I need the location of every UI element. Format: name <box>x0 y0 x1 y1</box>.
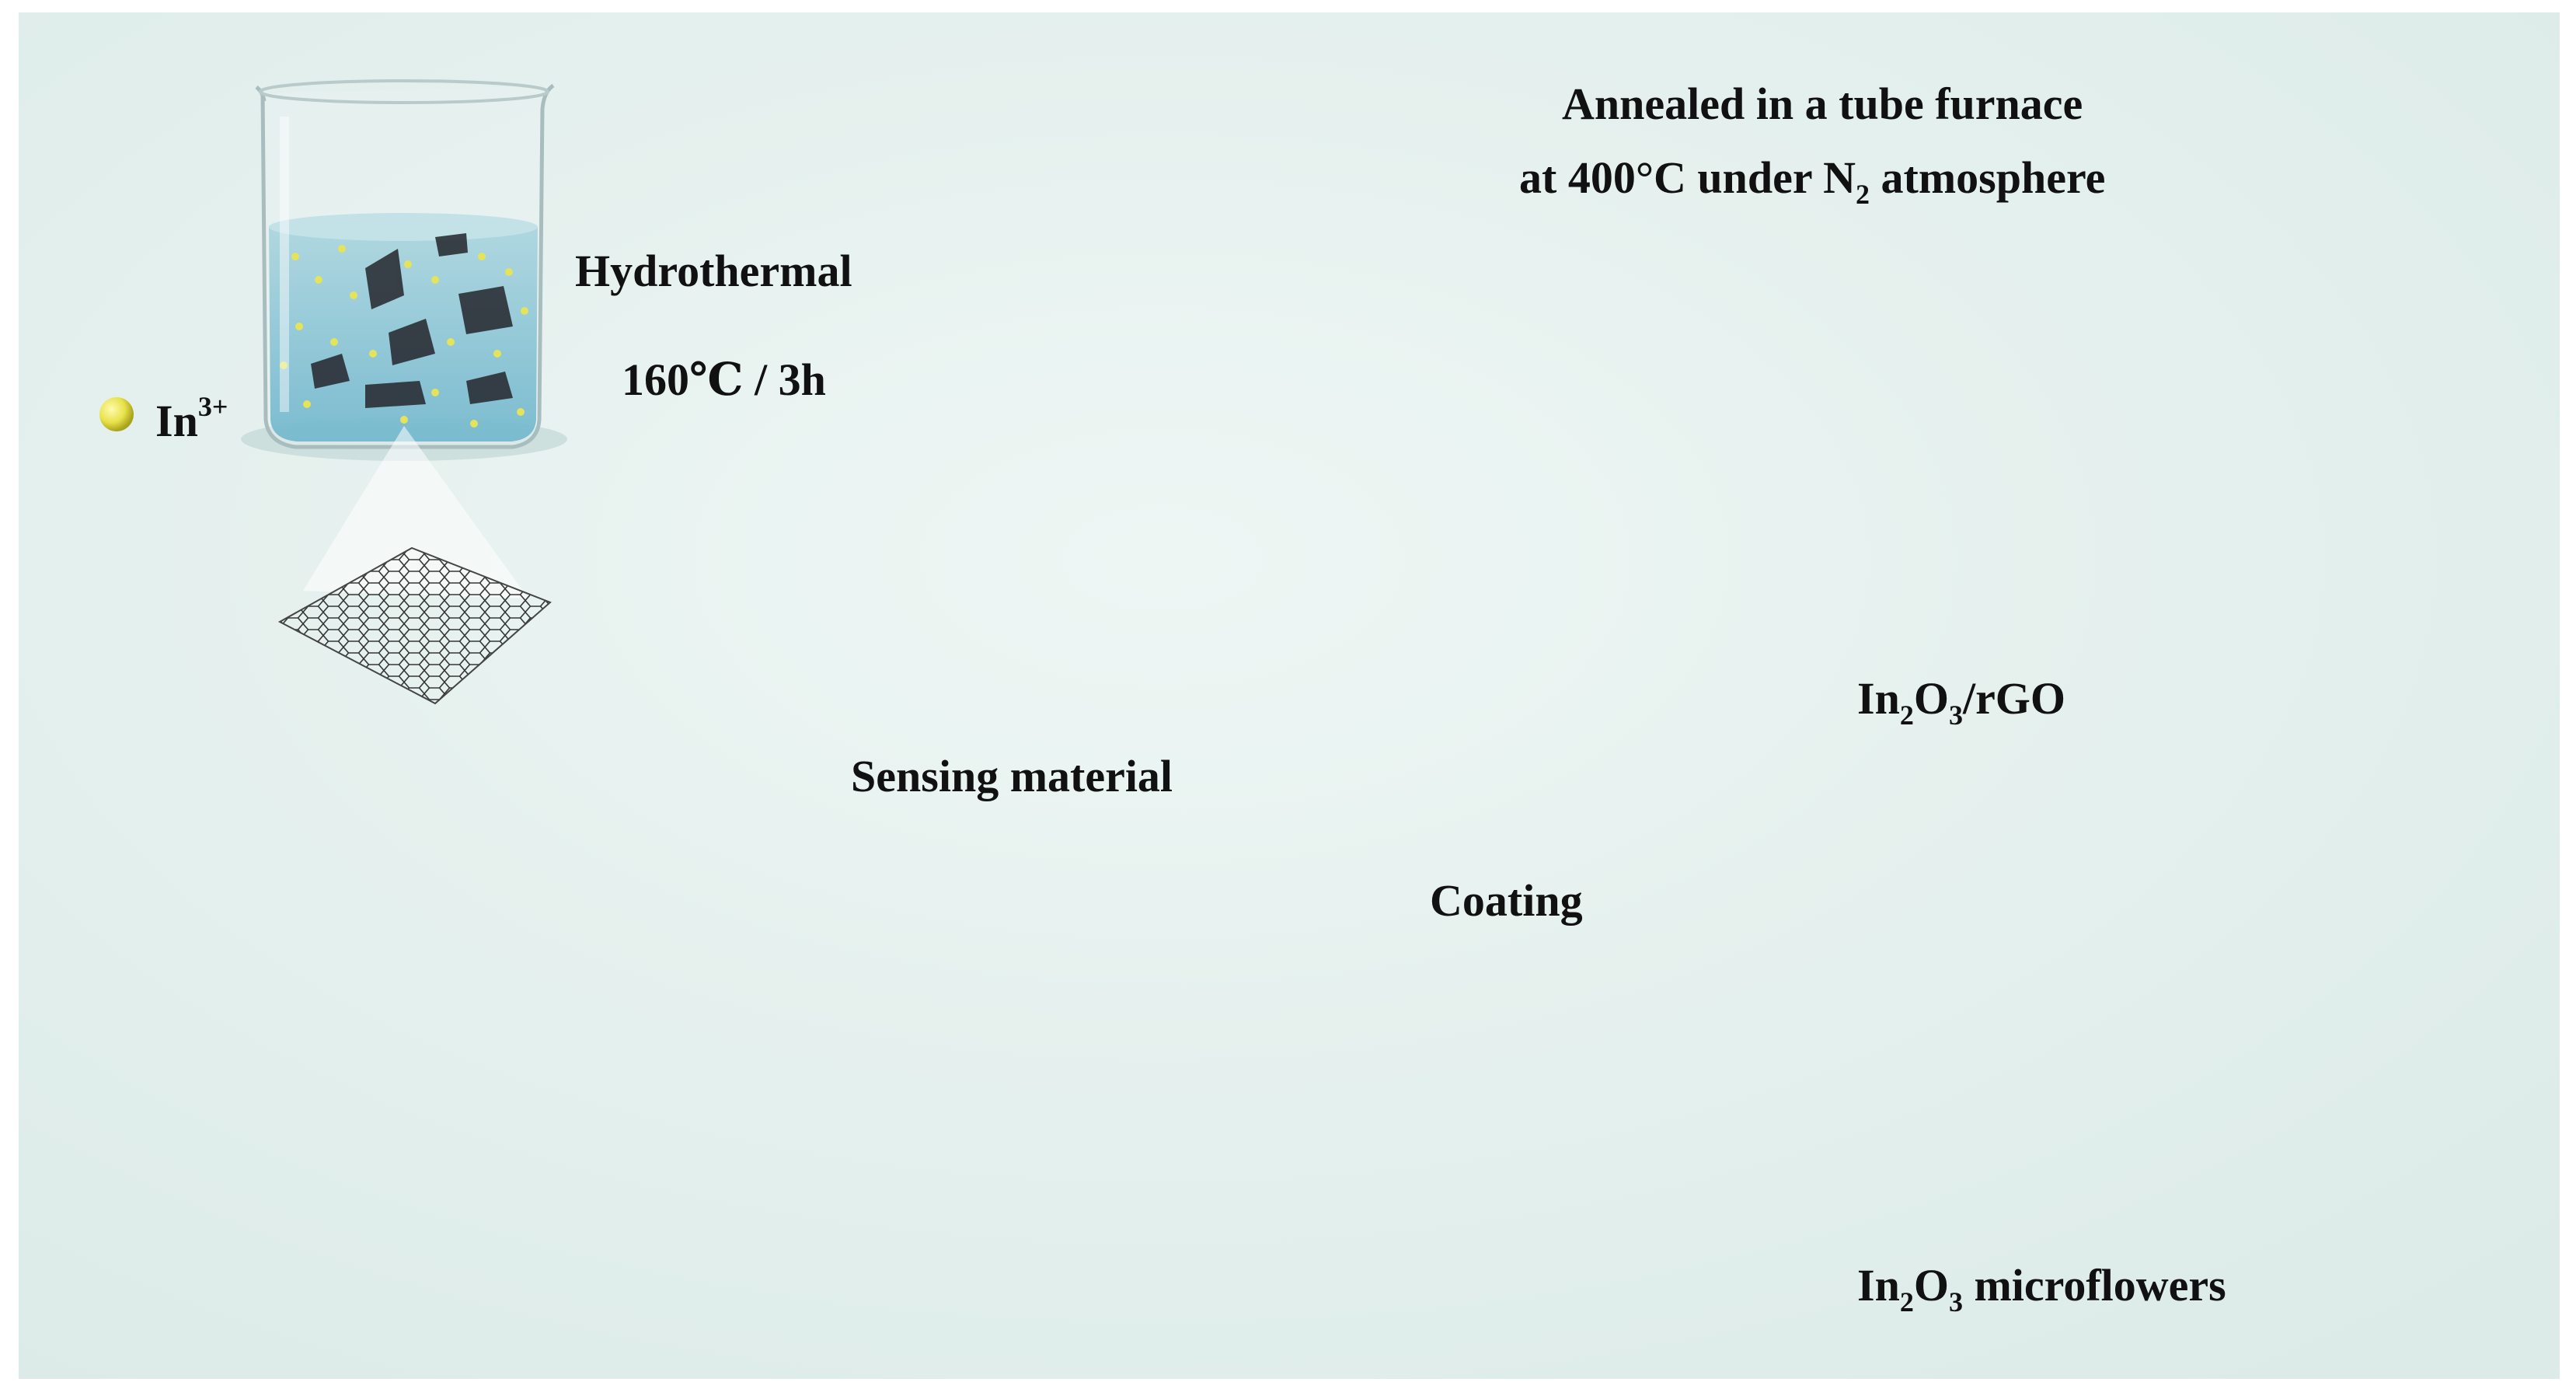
ion-label: In3+ <box>155 391 228 446</box>
sensing-material-label: Sensing material <box>851 751 1173 801</box>
conditions-label: 160℃ / 3h <box>622 354 826 405</box>
coating-label: Coating <box>1430 875 1583 926</box>
microflowers-label: In2O3 microflowers <box>1857 1260 2226 1317</box>
graphene-sheet-icon <box>277 546 552 705</box>
zoom-beam <box>303 426 528 599</box>
ion-ball-icon <box>99 397 134 431</box>
hydrothermal-label: Hydrothermal <box>575 246 852 296</box>
anneal-label-line1: Annealed in a tube furnace <box>1562 79 2083 129</box>
composite-label: In2O3/rGO <box>1857 673 2066 731</box>
beaker-icon <box>241 79 567 461</box>
anneal-label-line2: at 400°C under N2 atmosphere <box>1519 152 2106 210</box>
